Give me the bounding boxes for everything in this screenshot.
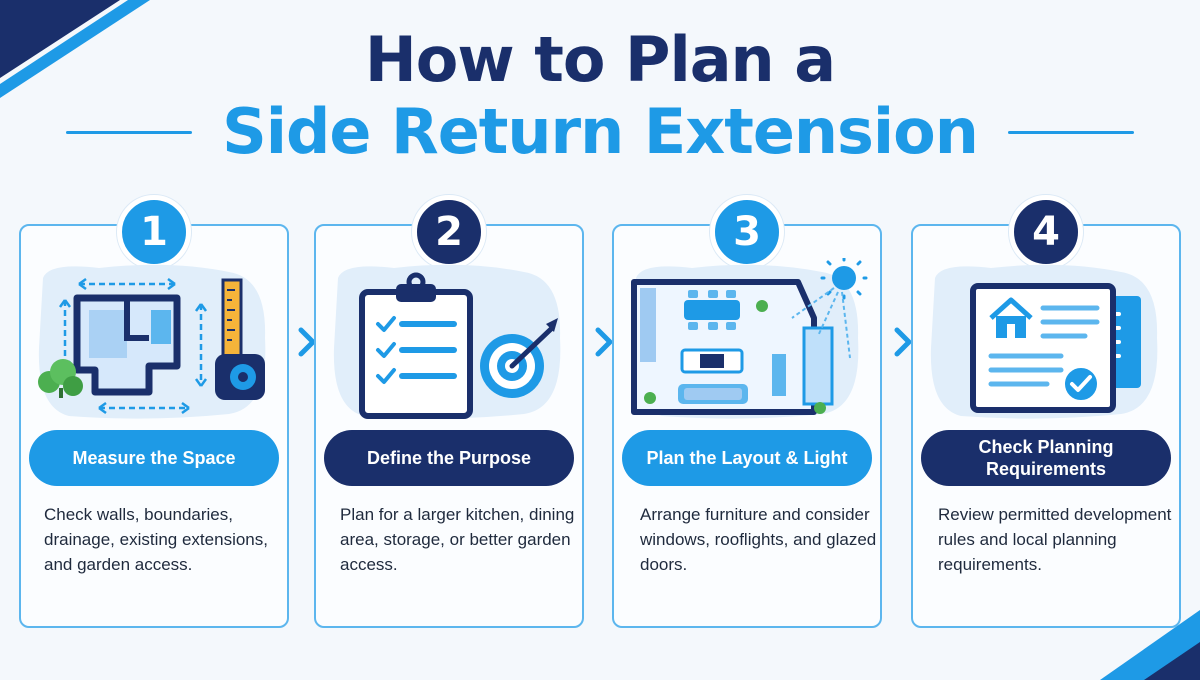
step-description-3: Arrange furniture and consider windows, … [640,505,877,574]
title-line-2: Side Return Extension [222,95,979,168]
planning-document-check-icon [930,264,1158,419]
corner-decoration-bottom-right [1100,610,1200,680]
chevron-right-icon [894,327,912,357]
step-heading-1: Measure the Space [29,430,279,486]
title-rule-right [1007,130,1134,134]
step-description-2: Plan for a larger kitchen, dining area, … [340,505,575,574]
title-rule-left [66,130,193,134]
chevron-right-icon [595,327,613,357]
step-description-1: Check walls, boundaries, drainage, exist… [44,505,268,574]
step-heading-3: Plan the Layout & Light [622,430,872,486]
chevron-right-icon [298,327,316,357]
floor-plan-tape-measure-icon [38,264,266,419]
clipboard-target-icon [333,264,561,419]
layout-sunlight-icon [631,258,868,419]
step-description-4: Review permitted development rules and l… [938,505,1172,574]
page-title: How to Plan a Side Return Extension [0,22,1200,170]
corner-decoration-top-left [0,0,150,98]
step-heading-2: Define the Purpose [324,430,574,486]
step-heading-4: Check Planning Requirements [921,430,1171,486]
title-line-1: How to Plan a [364,23,836,96]
